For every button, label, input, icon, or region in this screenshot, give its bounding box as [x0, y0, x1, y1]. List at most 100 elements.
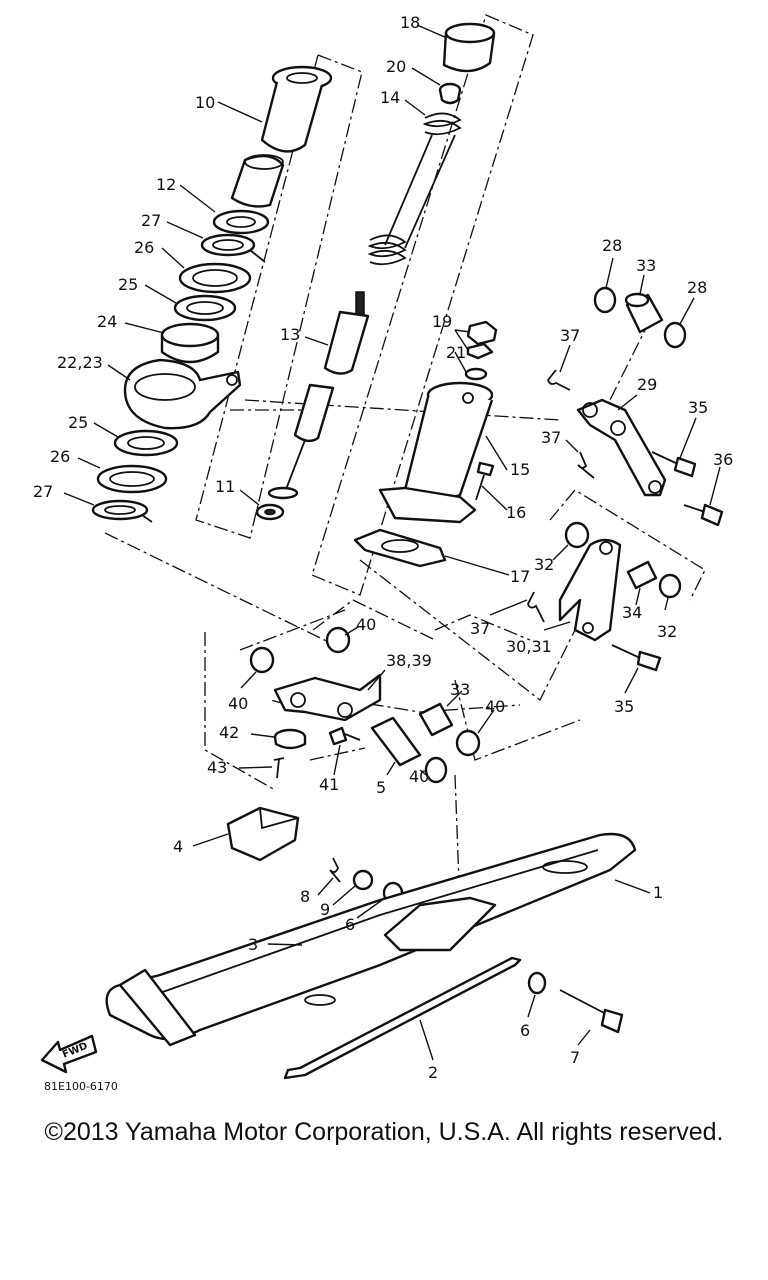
callout-6-upper: 6: [345, 915, 355, 934]
callout-12: 12: [156, 175, 176, 194]
callout-13: 13: [280, 325, 300, 344]
callout-43: 43: [207, 758, 227, 777]
callout-20: 20: [386, 57, 406, 76]
seal-26-upper: [178, 262, 252, 294]
callout-2: 2: [428, 1063, 438, 1082]
callout-17: 17: [510, 567, 530, 586]
callout-25-upper: 25: [118, 275, 138, 294]
callout-29: 29: [637, 375, 657, 394]
spindle-bushing-10: [260, 65, 333, 153]
callout-15: 15: [510, 460, 530, 479]
callout-10: 10: [195, 93, 215, 112]
diagram-code: 81E100-6170: [44, 1080, 118, 1093]
callout-22-23: 22,23: [57, 353, 103, 372]
group-outline-center: [311, 14, 534, 596]
shock-absorber-13: [267, 291, 370, 500]
callout-35-upper: 35: [688, 398, 708, 417]
callout-40-left: 40: [228, 694, 248, 713]
cotter-pin-37-top: [546, 369, 571, 391]
collar-40-top: [325, 626, 351, 654]
callout-28-left: 28: [602, 236, 622, 255]
callout-6-lower: 6: [520, 1021, 530, 1040]
bearing-24: [160, 322, 220, 364]
gasket-17: [353, 528, 447, 568]
callout-16: 16: [506, 503, 526, 522]
arm-30-31: [558, 538, 622, 642]
parts-diagram: FWD: [33, 13, 733, 1093]
bolt-7: [559, 989, 624, 1034]
callout-3: 3: [248, 935, 258, 954]
circlip-27-upper: [200, 233, 266, 263]
collar-40-right: [455, 729, 481, 757]
callout-26-lower: 26: [50, 447, 70, 466]
shaft-5: [370, 716, 422, 767]
callout-4: 4: [173, 837, 183, 856]
washer-25-lower: [113, 429, 179, 457]
callout-25-lower: 25: [68, 413, 88, 432]
callout-1: 1: [653, 883, 663, 902]
nut-9: [352, 869, 374, 891]
callout-labels: 18 20 14 10 12 27 26 25 24 22,23 25 26 2…: [33, 13, 733, 1082]
callout-18: 18: [400, 13, 420, 32]
circlip-27-lower: [91, 499, 153, 523]
copyright-notice: ©2013 Yamaha Motor Corporation, U.S.A. A…: [44, 1118, 724, 1146]
callout-7: 7: [570, 1048, 580, 1067]
callout-21: 21: [446, 343, 466, 362]
callout-37-mid: 37: [541, 428, 561, 447]
callout-37-top: 37: [560, 326, 580, 345]
bolt-35-lower: [611, 644, 662, 672]
callout-42: 42: [219, 723, 239, 742]
collar-33-upper: [624, 292, 664, 334]
washer-25-upper: [173, 294, 237, 322]
callout-32-left: 32: [534, 555, 554, 574]
callout-27-upper: 27: [141, 211, 161, 230]
callout-37-low: 37: [470, 619, 490, 638]
steering-arm-22-23: [123, 358, 242, 430]
callout-35-lower: 35: [614, 697, 634, 716]
callout-11: 11: [215, 477, 235, 496]
washer-6-lower: [527, 971, 547, 995]
collar-28-right: [663, 321, 687, 349]
collar-33-lower: [418, 702, 454, 737]
callout-32-right: 32: [657, 622, 677, 641]
spring-14: [367, 112, 462, 266]
callout-38-39: 38,39: [386, 651, 432, 670]
ski-1: [105, 832, 637, 1047]
collar-32-left: [564, 521, 590, 549]
bushing-20: [438, 82, 462, 105]
collar-40-bottom: [424, 756, 448, 784]
callout-28-right: 28: [687, 278, 707, 297]
collar-32-right: [658, 573, 682, 599]
callout-14: 14: [380, 88, 400, 107]
callout-34: 34: [622, 603, 642, 622]
washer-11: [255, 503, 285, 521]
washer-12: [212, 209, 270, 235]
callout-5: 5: [376, 778, 386, 797]
leader-lines: [63, 24, 721, 1061]
nut-19: [466, 320, 498, 360]
callout-33-lower: 33: [450, 680, 470, 699]
callout-40-bottom: 40: [409, 767, 429, 786]
group-outline-ski-mount: [204, 632, 276, 791]
callout-33-upper: 33: [636, 256, 656, 275]
callout-40-top: 40: [356, 615, 376, 634]
bolt-41: [328, 726, 361, 746]
screw-43: [273, 757, 285, 779]
group-outline-left: [195, 54, 363, 539]
callout-36: 36: [713, 450, 733, 469]
cotter-pin-37-mid: [577, 451, 595, 479]
callout-26-upper: 26: [134, 238, 154, 257]
collar-34: [626, 560, 658, 590]
ski-bracket-38-39: [273, 673, 382, 722]
fwd-arrow-icon: FWD: [40, 1034, 98, 1074]
washer-21: [464, 367, 488, 381]
bolt-36: [683, 503, 724, 527]
callout-9: 9: [320, 900, 330, 919]
seal-26-lower: [96, 464, 168, 494]
callout-41: 41: [319, 775, 339, 794]
collar-28-left: [593, 286, 617, 314]
callout-19: 19: [432, 312, 452, 331]
cotter-pin-37-low: [527, 591, 545, 623]
arm-29: [576, 398, 667, 497]
wear-plate-4: [226, 806, 300, 862]
